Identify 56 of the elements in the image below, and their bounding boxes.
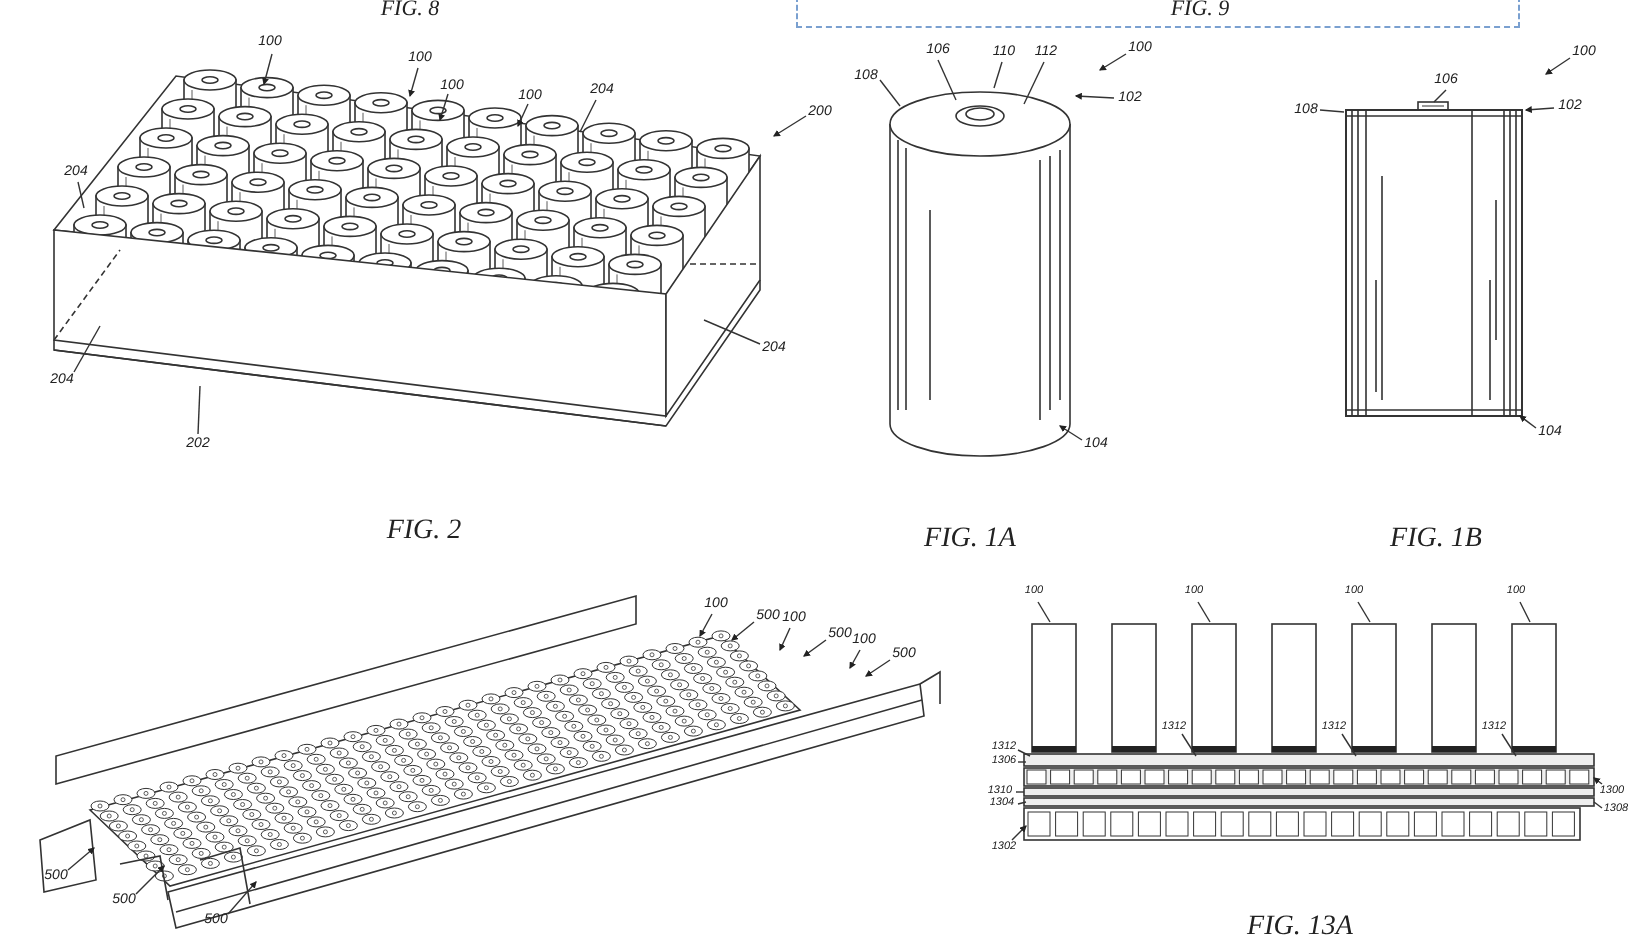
leader-line [703, 319, 761, 345]
leader-line [1011, 825, 1027, 841]
figure-label: FIG. 8 [380, 0, 440, 21]
figure-label: FIG. 9 [1170, 0, 1230, 21]
leader-line [227, 881, 257, 915]
leader-line [779, 627, 791, 652]
leader-line [1433, 89, 1447, 103]
leader-line [1074, 92, 1115, 100]
leader-line [1545, 57, 1571, 75]
leader-line [1524, 106, 1555, 114]
cell-side-view-drawing [1345, 101, 1523, 417]
leader-line [1017, 749, 1031, 757]
leader-line [1099, 53, 1127, 71]
battery-pack-drawing [52, 69, 762, 427]
leader-line [1519, 601, 1531, 623]
leader-line [731, 621, 755, 641]
leader-line [1059, 425, 1083, 441]
leader-line [773, 115, 807, 137]
cylindrical-cell-drawing [889, 91, 1071, 457]
leader-line [865, 659, 891, 677]
leader-line [1015, 791, 1025, 793]
leader-line [849, 649, 861, 669]
leader-line [77, 181, 85, 209]
leader-line [1593, 801, 1603, 809]
leader-line [197, 385, 201, 435]
leader-line [1357, 601, 1371, 623]
leader-line [993, 61, 1003, 89]
leader-line [699, 613, 713, 637]
leader-line [1593, 777, 1603, 785]
leader-line [1501, 733, 1517, 757]
leader-line [408, 67, 419, 98]
leader-line [262, 53, 273, 86]
leader-line [1197, 601, 1211, 623]
leader-line [67, 847, 95, 871]
leader-line [879, 79, 901, 107]
leader-line [135, 865, 165, 895]
cell-array-cross-section-drawing [1023, 623, 1595, 841]
leader-line [1181, 733, 1197, 757]
leader-line [1017, 801, 1027, 805]
leader-line [1341, 733, 1357, 757]
leader-line [1519, 415, 1537, 429]
leader-line [579, 99, 597, 133]
figure-label: FIG. 13A [1247, 914, 1353, 942]
figure-label: FIG. 1B [1390, 526, 1482, 554]
leader-line [517, 103, 529, 128]
figure-label: FIG. 1A [924, 526, 1016, 554]
leader-line [1017, 761, 1027, 763]
leader-line [937, 59, 957, 101]
figure-label: FIG. 2 [386, 518, 462, 546]
leader-line [1319, 109, 1345, 113]
leader-line [803, 639, 827, 657]
leader-line [438, 93, 449, 122]
leader-line [1023, 61, 1045, 105]
leader-line [1037, 601, 1051, 623]
leader-line [73, 325, 101, 373]
battery-module-drawing [39, 594, 941, 929]
